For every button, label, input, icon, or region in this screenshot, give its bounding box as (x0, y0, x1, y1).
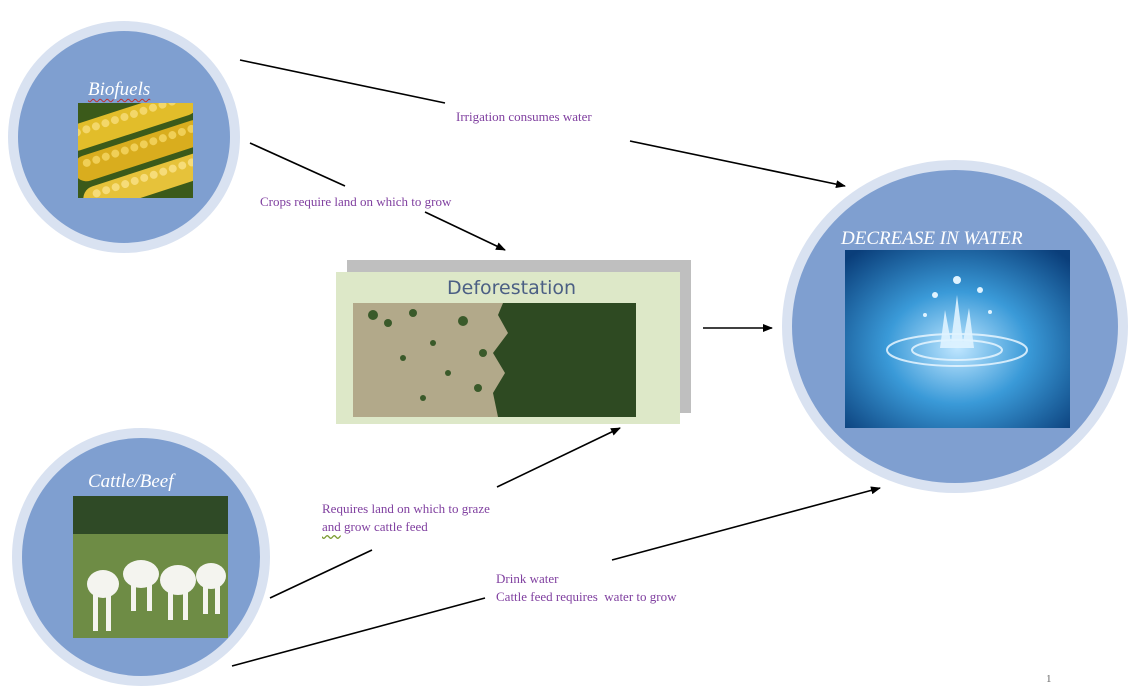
cattle-title: Cattle/Beef (88, 471, 174, 492)
label-graze-line2: and grow cattle feed (322, 518, 490, 536)
arrow-biofuels-to-irrigation-label (239, 59, 446, 104)
label-crops-require-land: Crops require land on which to grow (260, 194, 452, 209)
arrow-irrigation-to-water (629, 140, 846, 189)
arrow-biofuels-to-crops-label (249, 142, 346, 187)
cattle-image (73, 496, 228, 638)
water-splash-image (845, 250, 1070, 428)
label-graze-line2-word: and (322, 519, 341, 534)
label-drink-line1: Drink water (496, 571, 559, 586)
arrow-graze-label-to-deforestation (496, 427, 621, 488)
label-drink-water: Drink water Cattle feed requires water t… (496, 570, 676, 606)
label-graze-line1: Requires land on which to graze (322, 501, 490, 516)
label-irrigation-consumes-water: Irrigation consumes water (456, 109, 592, 124)
slide-number: 1 (1046, 673, 1052, 685)
label-drink-line2: Cattle feed requires water to grow (496, 589, 677, 604)
arrow-cattle-to-drink-label (231, 597, 486, 667)
biofuels-circle (8, 21, 240, 253)
label-graze-line2-rest: grow cattle feed (340, 519, 428, 534)
arrow-cattle-to-graze-label (269, 549, 373, 599)
arrow-drink-label-to-water (611, 486, 881, 561)
water-title: DECREASE IN WATER (841, 228, 1023, 249)
corn-image (78, 103, 193, 198)
arrow-crops-to-deforestation (424, 211, 506, 251)
deforestation-title: Deforestation (447, 277, 577, 299)
deforestation-image (353, 303, 636, 417)
biofuels-title: Biofuels (88, 79, 151, 100)
label-requires-land-to-graze: Requires land on which to graze and grow… (322, 500, 490, 536)
